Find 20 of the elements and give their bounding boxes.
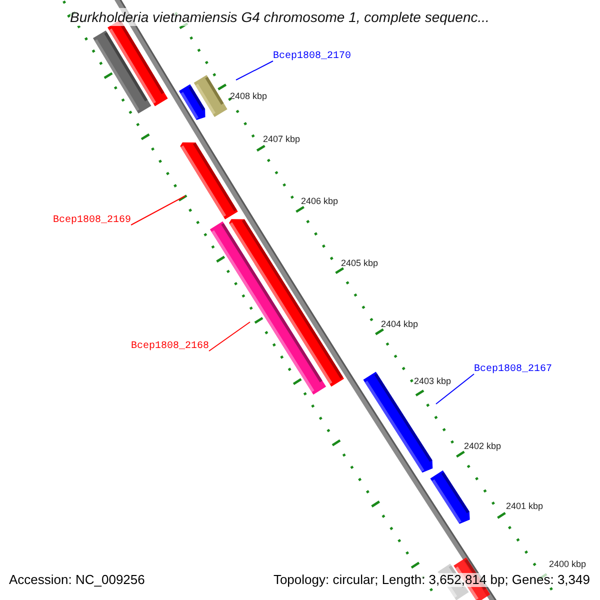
leader-line <box>208 322 250 352</box>
gene-label: Bcep1808_2169 <box>53 215 132 227</box>
gene-label: Bcep1808_2167 <box>474 364 552 376</box>
gene-label: Bcep1808_2170 <box>273 51 352 63</box>
title: Burkholderia vietnamiensis G4 chromosome 1, complete sequenc... <box>70 8 490 26</box>
leader-line <box>236 60 274 80</box>
scale-label: 2407 kbp <box>263 135 300 145</box>
gene-label: Bcep1808_2168 <box>131 341 210 353</box>
accession-text: Accession: NC_009256 <box>9 573 145 588</box>
scale-label: 2403 kbp <box>414 377 452 387</box>
scale-label: 2406 kbp <box>301 197 338 207</box>
scale-label: 2402 kbp <box>464 442 502 452</box>
scale-label: 2405 kbp <box>341 259 378 269</box>
sequence-info-text: Topology: circular; Length: 3,652,814 bp; Genes: 3,349 <box>273 573 590 588</box>
scale-label: 2401 kbp <box>506 502 544 512</box>
leader-line <box>436 374 474 404</box>
scale-label: 2400 kbp <box>549 560 586 570</box>
leader-line <box>130 196 186 226</box>
scale-label: 2404 kbp <box>381 320 418 330</box>
scale-label: 2408 kbp <box>230 92 268 102</box>
